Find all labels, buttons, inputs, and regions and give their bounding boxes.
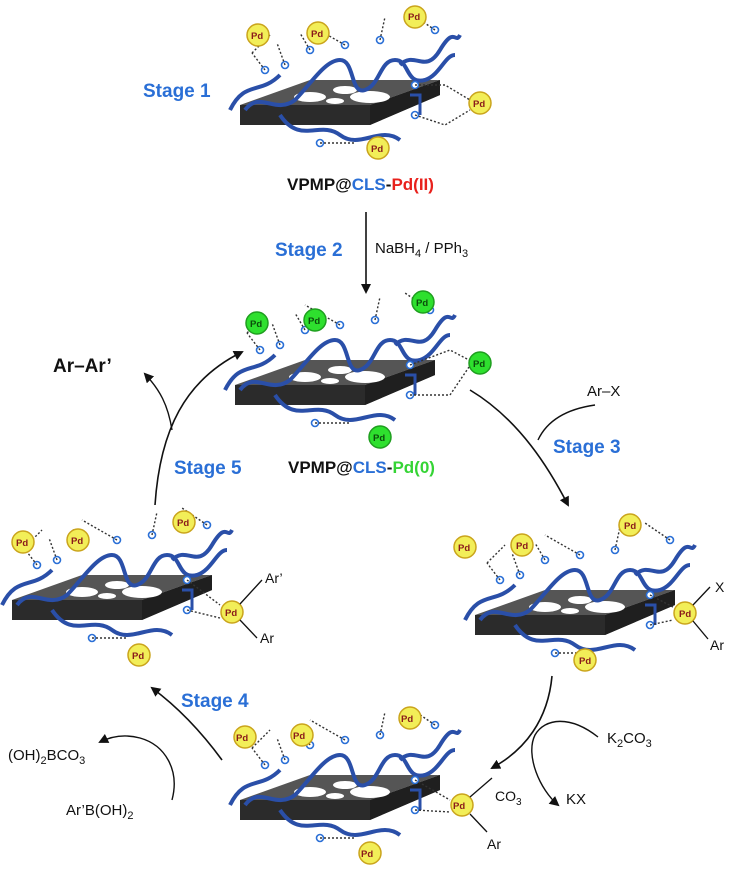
catalyst-pd-ii: Pd Pd Pd Pd Pd (228, 5, 492, 160)
borate-byproduct: (OH)2BCO3 (8, 747, 85, 767)
svg-text:Pd: Pd (177, 518, 189, 529)
complex-oxidative-addition: Pd Pd Pd Pd Pd X Ar (453, 513, 725, 672)
svg-text:Pd: Pd (250, 319, 262, 330)
svg-text:Pd: Pd (373, 433, 385, 444)
svg-text:Pd: Pd (401, 714, 413, 725)
stage-4-arrow (150, 686, 223, 761)
kx-release-arrow (531, 720, 599, 807)
svg-text:Pd: Pd (71, 536, 83, 547)
complex-transmetalation: Pd Pd Pd Pd Pd Ar’ Ar (0, 506, 283, 667)
svg-text:Pd: Pd (473, 99, 485, 110)
product-release-arrow (143, 372, 173, 431)
pd-ii-sites (246, 5, 492, 160)
catalyst-pd-0: Pd Pd Pd Pd Pd (223, 290, 492, 449)
svg-text:Pd: Pd (293, 731, 305, 742)
svg-text:Pd: Pd (16, 538, 28, 549)
svg-text:Pd: Pd (361, 849, 373, 860)
ligand-x: X (715, 579, 725, 595)
pd-0-sites (245, 290, 492, 449)
svg-text:Pd: Pd (516, 541, 528, 552)
svg-text:Pd: Pd (458, 543, 470, 554)
ligand-co3: CO3 (495, 788, 522, 808)
stage-2-label: Stage 2 (275, 240, 343, 261)
svg-text:Pd: Pd (579, 656, 591, 667)
svg-text:Pd: Pd (132, 651, 144, 662)
svg-text:Pd: Pd (624, 521, 636, 532)
svg-text:Pd: Pd (251, 31, 263, 42)
pd-labels-bottom: Pd Pd Pd Pd Pd (236, 714, 465, 860)
catalyst-pd-ii-name: VPMP@CLS-Pd(II) (287, 175, 434, 194)
stage-5-label: Stage 5 (174, 458, 242, 479)
complex-carbonate: Pd Pd Pd Pd Pd CO3 Ar (228, 706, 522, 865)
pd-0-labels: Pd Pd Pd Pd Pd (250, 298, 485, 444)
catalyst-pd-0-name: VPMP@CLS-Pd(0) (288, 458, 435, 477)
pd-ii-labels: Pd Pd Pd Pd Pd (251, 12, 485, 155)
svg-text:Pd: Pd (679, 609, 691, 620)
svg-text:Pd: Pd (236, 733, 248, 744)
reduction-reagents: NaBH4 / PPh3 (375, 240, 468, 260)
aryl-halide-curve (537, 404, 596, 441)
biaryl-product: Ar–Ar’ (53, 356, 112, 377)
stage-3-arrow (469, 389, 569, 507)
aryl-halide: Ar–X (587, 383, 620, 400)
svg-text:Pd: Pd (311, 29, 323, 40)
stage-5-arrow (154, 351, 244, 506)
aryl-boronic-acid: Ar’B(OH)2 (66, 802, 134, 822)
stage-4-label: Stage 4 (181, 691, 249, 712)
svg-text:VPMP@CLS-Pd(0): VPMP@CLS-Pd(0) (288, 458, 435, 477)
svg-text:Pd: Pd (416, 298, 428, 309)
svg-text:Pd: Pd (473, 359, 485, 370)
svg-text:Pd: Pd (371, 144, 383, 155)
pd-labels-left: Pd Pd Pd Pd Pd (16, 518, 237, 662)
svg-text:Pd: Pd (225, 608, 237, 619)
pd-ii-sites-bottom (233, 706, 474, 865)
base-exchange-arrow (490, 675, 553, 769)
stage-1-label: Stage 1 (143, 81, 211, 102)
svg-text:Pd: Pd (408, 12, 420, 23)
svg-text:VPMP@CLS-Pd(II): VPMP@CLS-Pd(II) (287, 175, 434, 194)
stage-3-label: Stage 3 (553, 437, 621, 458)
ligand-ar-prime: Ar’ (265, 570, 283, 586)
ligand-ar-left: Ar (260, 630, 274, 646)
pd-ii-sites-right (453, 513, 697, 672)
pd-labels-right: Pd Pd Pd Pd Pd (458, 521, 691, 667)
potassium-carbonate: K2CO3 (607, 730, 652, 750)
pd-ii-sites-left (11, 510, 244, 667)
potassium-halide: KX (566, 791, 586, 808)
borate-release-arrow (98, 733, 175, 801)
svg-text:Pd: Pd (453, 801, 465, 812)
ligand-ar-right: Ar (710, 637, 724, 653)
ligand-ar-bottom: Ar (487, 836, 501, 852)
svg-text:Pd: Pd (308, 316, 320, 327)
